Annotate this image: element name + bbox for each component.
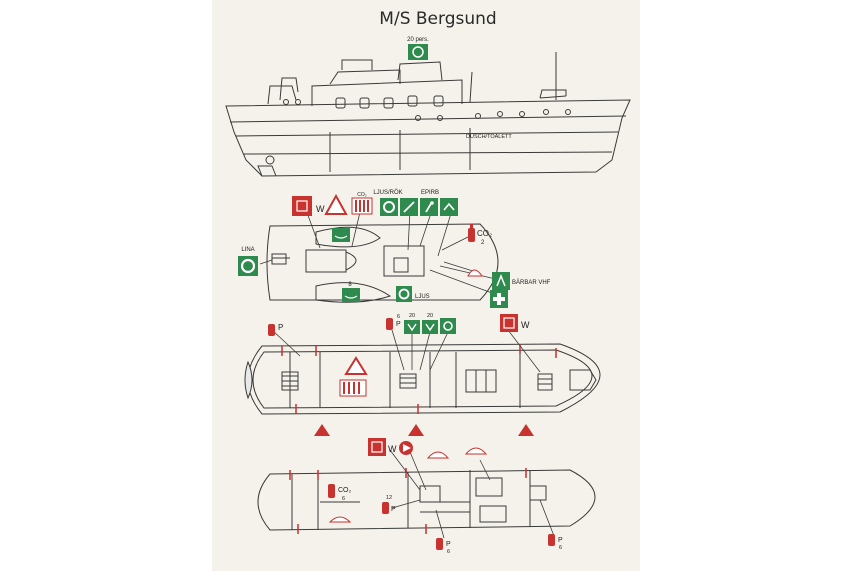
warning-triangle-icon-main <box>344 356 368 375</box>
lower-deck-plan <box>257 469 596 531</box>
funnel <box>341 59 373 70</box>
lifeboat-lower-icon <box>342 288 360 302</box>
fire-pump-icon <box>399 441 413 455</box>
label-lina: LINA <box>241 247 254 253</box>
plan-title: M/S Bergsund <box>379 9 496 29</box>
label-co2-lower: CO₂ <box>338 487 352 494</box>
superstructure <box>311 79 463 106</box>
fire-extinguisher-icon-main-left <box>268 324 275 336</box>
label-20-b: 20 <box>427 313 433 319</box>
label-w-main: W <box>521 320 530 330</box>
hatch <box>305 249 347 273</box>
fire-extinguisher-icon-main-mid <box>386 318 393 330</box>
label-w-lower: W <box>388 444 397 454</box>
ship-side-view <box>225 52 631 177</box>
label-dusch-toalett: DUSCH/TOALETT <box>466 134 512 140</box>
label-ljus-rok: LJUS/RÖK <box>373 189 402 196</box>
label-w-top: W <box>316 204 325 214</box>
label-p-main-mid-num: 6 <box>397 314 400 320</box>
label-boat-8: 8 <box>348 282 352 288</box>
rudder <box>257 165 277 177</box>
lifejacket-icon-b <box>422 320 438 334</box>
lina-lifebuoy-icon <box>238 256 258 276</box>
main-deck-plan <box>244 343 601 415</box>
label-p-lower-bottom-num: 6 <box>447 549 450 555</box>
fire-extinguisher-icon-lower-left <box>382 502 389 514</box>
label-p-lower-bottom: P <box>446 541 451 548</box>
alarm-bell-icons-main <box>314 424 534 436</box>
fire-extinguisher-icon-top <box>468 224 475 242</box>
epirb-icon <box>420 198 438 216</box>
label-p-lower-right: P <box>558 537 563 544</box>
top-wheelhouse <box>383 245 425 277</box>
label-20-a: 20 <box>409 313 415 319</box>
lifejacket-icon-a <box>404 320 420 334</box>
alarm-dome-icon-top <box>467 269 483 277</box>
fire-hose-icon <box>292 196 312 216</box>
top-deck-plan <box>266 223 499 303</box>
main-deck-leaders <box>271 329 541 373</box>
lifeboat-upper <box>315 226 381 248</box>
lower-deck-outline <box>257 469 596 531</box>
lifebuoy-icon <box>380 198 398 216</box>
lower-deck-red-marks <box>289 468 527 534</box>
fire-hose-icon-main <box>500 314 518 332</box>
fire-extinguisher-icon-lower-bottom <box>436 538 443 550</box>
portholes <box>283 95 571 121</box>
ljus-lifebuoy-icon <box>396 286 412 302</box>
co2-bottles-icon <box>351 197 373 215</box>
label-co2-lower-num: 6 <box>342 496 345 502</box>
label-20-pers: 20 pers. <box>407 37 429 43</box>
deck-line <box>229 115 627 123</box>
label-co2-top: CO₂ <box>477 229 492 238</box>
cargo-hatch <box>465 369 497 393</box>
label-p-main-mid: P <box>396 321 401 328</box>
fire-extinguisher-icon-lower-right <box>548 534 555 546</box>
top-deck-outline <box>266 223 499 301</box>
hull-outline <box>225 99 631 177</box>
lifeboat-lower <box>315 282 392 303</box>
label-ljus: LJUS <box>415 294 430 300</box>
label-co2-bottles: CO₂ <box>357 192 367 198</box>
lower-deck-leaders <box>389 449 555 539</box>
rescue-icon <box>440 198 458 216</box>
label-barbar-vhf: BÄRBAR VHF <box>512 279 551 286</box>
stairs-fwd <box>537 373 553 391</box>
lifeboat-upper-icon <box>332 228 350 242</box>
wheelhouse <box>397 61 443 81</box>
first-aid-icon <box>490 290 508 308</box>
label-p-lower-right-num: 6 <box>559 545 562 551</box>
label-p-12: 12 <box>386 495 392 501</box>
flare-icon <box>400 198 418 216</box>
label-co2-top-num: 2 <box>481 240 485 246</box>
liferaft-20-icon <box>408 44 428 60</box>
vhf-radio-icon <box>492 272 510 290</box>
label-p-main-left: P <box>278 323 283 332</box>
label-p-lower-left: P <box>391 506 396 513</box>
bow-windlass <box>569 369 597 391</box>
co2-bottles-icon-main <box>339 379 367 397</box>
alarm-dome-icons-lower <box>328 447 488 523</box>
label-epirb: EPIRB <box>421 190 439 196</box>
fire-hose-icon-lower <box>368 438 386 456</box>
fire-extinguisher-icon-lower-co2 <box>328 484 335 498</box>
lifebuoy-icon-main <box>440 318 456 334</box>
warning-triangle-icon <box>324 193 348 215</box>
stairs-mid <box>399 373 417 389</box>
paper-sheet <box>212 0 640 571</box>
